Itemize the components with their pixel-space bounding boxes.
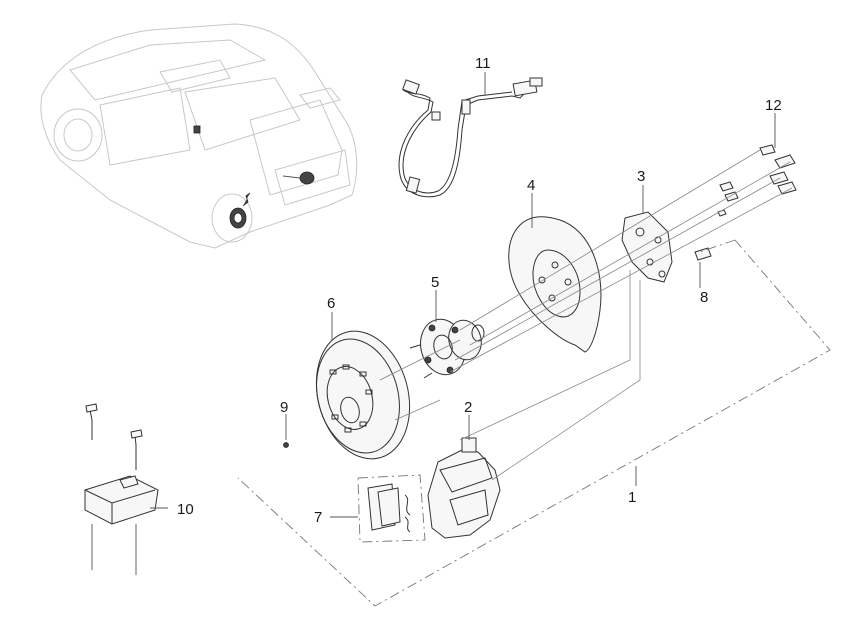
wheel-speed-sensor-harness	[398, 77, 543, 198]
callout-leaders	[150, 72, 776, 518]
callout-6: 6	[327, 295, 335, 312]
brake-pad-kit	[357, 474, 426, 543]
callout-8: 8	[700, 289, 708, 306]
callout-5: 5	[431, 274, 439, 291]
mounting-bolts	[694, 144, 797, 261]
vehicle-brake-location-marker	[193, 125, 315, 229]
callout-2: 2	[464, 399, 472, 416]
brake-caliper	[427, 437, 501, 539]
brake-disc	[315, 330, 411, 460]
vehicle-outline	[40, 23, 358, 249]
brake-carrier-bracket	[621, 211, 673, 283]
callout-1: 1	[628, 489, 636, 506]
callout-7: 7	[314, 509, 322, 526]
assembly-axis-lines	[379, 149, 793, 481]
assembly-boundary	[237, 239, 831, 607]
callout-12: 12	[765, 97, 782, 114]
callout-3: 3	[637, 168, 645, 185]
brake-dust-shield	[508, 216, 602, 353]
callout-11: 11	[475, 55, 491, 72]
parking-brake-module	[84, 403, 159, 575]
wheel-hub-bearing	[409, 318, 485, 379]
callout-4: 4	[527, 177, 535, 194]
callout-9: 9	[280, 399, 288, 416]
callout-10: 10	[177, 501, 194, 518]
disc-retaining-screw	[283, 442, 289, 448]
